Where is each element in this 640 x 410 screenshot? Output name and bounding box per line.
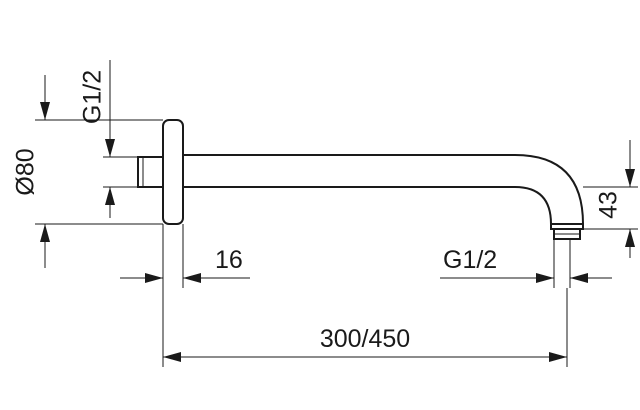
outlet-thread-dimension: G1/2 <box>440 239 612 288</box>
drop-height-label: 43 <box>595 191 623 219</box>
arrow-head <box>549 352 567 362</box>
arrow-head <box>570 273 588 283</box>
arm-length-label: 300/450 <box>320 325 410 353</box>
wall-thread-connector <box>137 156 164 188</box>
arm-length-dimension: 300/450 <box>163 288 568 367</box>
arm-tube-top-edge <box>183 154 584 225</box>
rosette-diameter-label: Ø80 <box>12 148 40 195</box>
arrow-head <box>536 273 554 283</box>
arrow-head <box>163 352 181 362</box>
shower-arm-outline <box>137 119 584 240</box>
drop-height-dimension: 43 <box>583 140 638 258</box>
arrow-head <box>625 229 635 247</box>
arrow-head <box>105 187 115 205</box>
outlet-thread-label: G1/2 <box>443 246 497 274</box>
wall-thread-label: G1/2 <box>79 70 107 124</box>
wall-thread-dimension: G1/2 <box>79 60 138 218</box>
arrow-head <box>40 102 50 120</box>
arm-tube-bottom-edge <box>183 186 552 225</box>
rosette-depth-dimension: 16 <box>120 224 250 367</box>
wall-rosette <box>162 119 184 225</box>
diameter-dimension: Ø80 <box>12 75 163 268</box>
arrow-head <box>183 273 201 283</box>
rosette-depth-label: 16 <box>215 246 243 274</box>
arrow-head <box>625 169 635 187</box>
arrow-head <box>40 224 50 242</box>
arrow-head <box>145 273 163 283</box>
arrow-head <box>105 139 115 157</box>
